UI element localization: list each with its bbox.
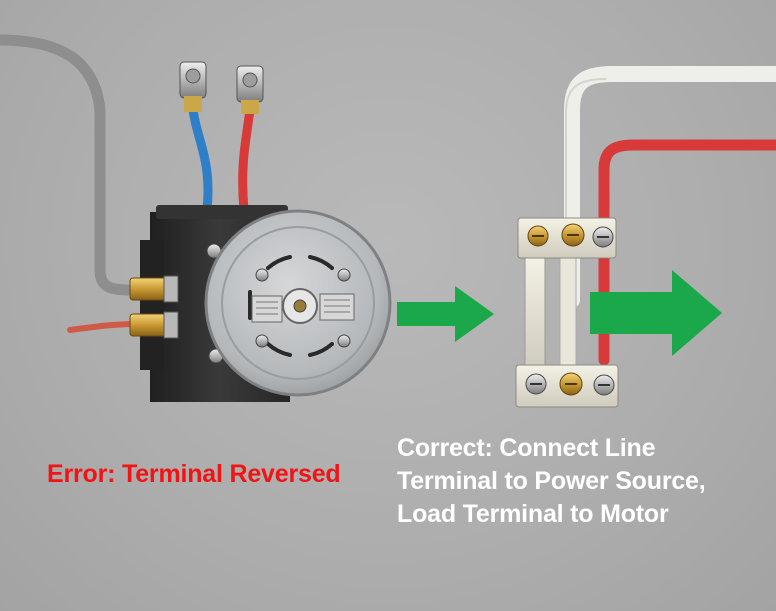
arrow-large <box>590 270 722 356</box>
error-caption: Error: Terminal Reversed <box>47 460 341 488</box>
terminal-screw <box>527 225 549 247</box>
side-terminal-lower <box>129 311 179 339</box>
red-wire-left <box>67 321 138 333</box>
top-terminal-right <box>236 65 264 114</box>
terminal-screw <box>525 373 547 395</box>
terminal-screw <box>561 223 585 247</box>
terminal-block <box>515 66 776 408</box>
red-wire-right <box>598 139 776 366</box>
arrow-small <box>397 286 494 342</box>
correct-caption-line: Correct: Connect Line <box>397 434 656 462</box>
timer-switch <box>0 34 392 402</box>
side-terminal-upper <box>129 275 179 303</box>
terminal-screw <box>593 374 615 396</box>
gray-wire <box>0 34 136 296</box>
correct-caption: Correct: Connect Line Terminal to Power … <box>397 432 706 531</box>
terminal-screw <box>592 226 614 248</box>
red-wire-top <box>238 105 255 215</box>
blue-wire <box>188 105 213 215</box>
dial-label-right <box>319 293 355 321</box>
correct-caption-line: Load Terminal to Motor <box>397 500 669 528</box>
terminal-screw <box>559 372 583 396</box>
dial-label-left <box>251 295 283 323</box>
top-terminal-left <box>179 61 207 112</box>
correct-caption-line: Terminal to Power Source, <box>397 467 706 495</box>
